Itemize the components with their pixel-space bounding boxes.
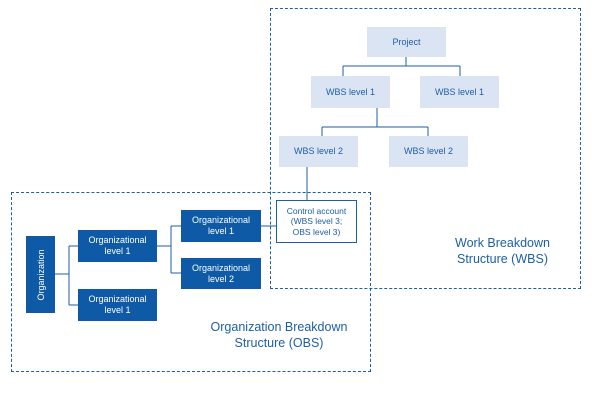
wbs-level1-label: WBS level 1 bbox=[325, 86, 376, 97]
obs-level2-node: Organizational level 1 bbox=[181, 210, 261, 242]
obs-level2-node: Organizational level 2 bbox=[181, 258, 261, 289]
wbs-level2-node: WBS level 2 bbox=[389, 136, 468, 167]
obs-level2-label: Organizational level 1 bbox=[191, 215, 251, 236]
control-account-title: Control account bbox=[286, 205, 347, 216]
obs-region bbox=[11, 192, 371, 372]
obs-root-label: Organization bbox=[35, 248, 46, 301]
wbs-level1-label: WBS level 1 bbox=[434, 86, 485, 97]
wbs-region-label: Work Breakdown Structure (WBS) bbox=[455, 236, 550, 266]
control-account-detail: (WBS level 3; bbox=[290, 216, 343, 227]
obs-level1-node: Organizational level 1 bbox=[78, 230, 157, 262]
obs-level1-label: Organizational level 1 bbox=[88, 294, 147, 315]
obs-level2-label: Organizational level 2 bbox=[191, 262, 251, 284]
control-account-detail: OBS level 3) bbox=[292, 226, 341, 237]
wbs-project-label: Project bbox=[392, 36, 421, 47]
wbs-level1-node: WBS level 1 bbox=[311, 76, 390, 108]
wbs-level2-node: WBS level 2 bbox=[279, 136, 358, 167]
wbs-project-node: Project bbox=[367, 27, 446, 57]
control-account-node: Control account (WBS level 3; OBS level … bbox=[276, 200, 357, 243]
wbs-region bbox=[270, 8, 581, 289]
wbs-level2-label: WBS level 2 bbox=[403, 146, 454, 156]
wbs-level1-node: WBS level 1 bbox=[420, 76, 499, 108]
obs-level1-label: Organizational level 1 bbox=[88, 235, 147, 256]
obs-region-label: Organization Breakdown Structure (OBS) bbox=[210, 320, 348, 350]
obs-level1-node: Organizational level 1 bbox=[78, 289, 157, 321]
wbs-level2-label: WBS level 2 bbox=[293, 146, 344, 156]
obs-root-node: Organization bbox=[26, 236, 55, 313]
